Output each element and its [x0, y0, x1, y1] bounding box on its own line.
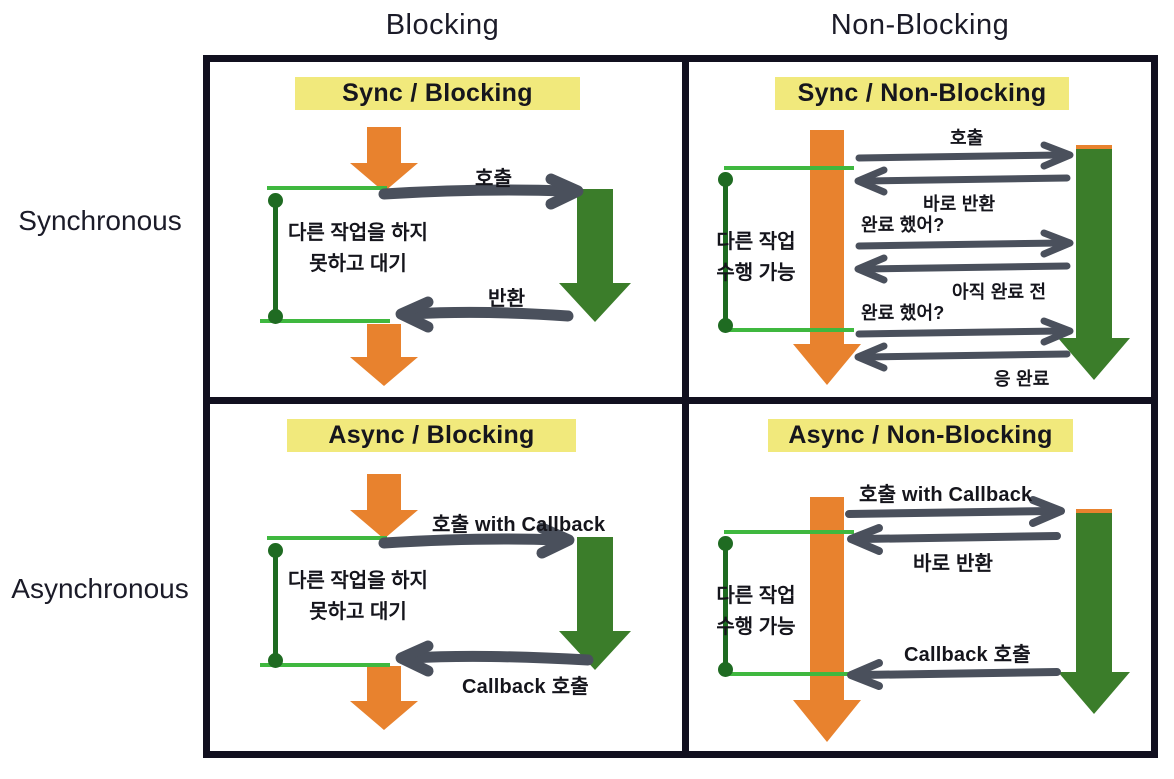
- bracket-dot-top: [718, 172, 733, 187]
- message-label-anb-1: 바로 반환: [913, 553, 994, 575]
- column-header-non-blocking: Non-Blocking: [830, 9, 1010, 41]
- message-label-snb-1: 바로 반환: [923, 194, 996, 214]
- bracket-bottom-line: [260, 663, 390, 667]
- message-label-sb-0: 호출: [475, 168, 513, 190]
- wait-note-sync-blocking: 다른 작업을 하지 못하고 대기: [288, 222, 428, 275]
- free-note-async-non-blocking: 다른 작업 수행 가능: [716, 585, 796, 638]
- free-note-sync-non-blocking: 다른 작업 수행 가능: [716, 231, 796, 284]
- caller-orange-arrow-top: [350, 127, 418, 192]
- grid-horizontal-divider: [203, 397, 1158, 404]
- bracket-dot-top: [268, 543, 283, 558]
- bracket-vertical-line: [723, 177, 728, 327]
- message-label-ab-0: 호출 with Callback: [432, 514, 606, 536]
- bracket-dot-bottom: [268, 309, 283, 324]
- message-label-anb-0: 호출 with Callback: [859, 484, 1033, 506]
- column-header-blocking: Blocking: [385, 9, 500, 41]
- caller-orange-arrow-bottom: [350, 666, 418, 730]
- caller-orange-arrow-bottom: [350, 324, 418, 386]
- bracket-bottom-line: [724, 328, 854, 332]
- bracket-dot-top: [718, 536, 733, 551]
- callee-green-bar: [1058, 145, 1130, 380]
- callee-green-arrow: [559, 189, 631, 322]
- caller-orange-bar: [793, 130, 861, 385]
- bracket-dot-bottom: [718, 318, 733, 333]
- message-label-snb-4: 완료 했어?: [861, 303, 945, 323]
- bracket-top-line: [267, 186, 387, 190]
- bracket-vertical-line: [723, 541, 728, 671]
- panel-async-non-blocking: Async / Non-Blocking 다른 작업 수행 가능 호출 with…: [689, 404, 1151, 751]
- panel-sync-blocking: Sync / Blocking 다른 작업을 하지 못하고 대기 호출 반환: [210, 62, 682, 397]
- panel-sync-non-blocking: Sync / Non-Blocking 다른 작업 수행 가능: [689, 62, 1151, 397]
- bracket-top-line: [724, 530, 854, 534]
- caller-orange-arrow-top: [350, 474, 418, 539]
- callee-green-bar: [1058, 509, 1130, 714]
- panel-title-sync-non-blocking: Sync / Non-Blocking: [775, 77, 1069, 110]
- bracket-dot-bottom: [268, 653, 283, 668]
- row-header-synchronous: Synchronous: [18, 205, 182, 236]
- bracket-dot-bottom: [718, 662, 733, 677]
- bracket-top-line: [724, 166, 854, 170]
- bracket-bottom-line: [260, 319, 390, 323]
- panel-title-sync-blocking: Sync / Blocking: [295, 77, 580, 110]
- bracket-vertical-line: [273, 547, 278, 661]
- wait-note-async-blocking: 다른 작업을 하지 못하고 대기: [288, 570, 428, 623]
- panel-async-blocking: Async / Blocking 다른 작업을 하지 못하고 대기 호출 wit…: [210, 404, 682, 751]
- bracket-dot-top: [268, 193, 283, 208]
- callee-green-arrow: [559, 537, 631, 670]
- panel-title-async-blocking: Async / Blocking: [287, 419, 576, 452]
- bracket-vertical-line: [273, 197, 278, 317]
- message-label-snb-3: 아직 완료 전: [952, 282, 1047, 302]
- message-label-sb-1: 반환: [488, 288, 526, 310]
- message-label-snb-2: 완료 했어?: [861, 215, 945, 235]
- bracket-bottom-line: [724, 672, 854, 676]
- message-label-anb-2: Callback 호출: [904, 644, 1031, 666]
- caller-orange-bar: [793, 497, 861, 742]
- row-header-asynchronous: Asynchronous: [11, 573, 189, 604]
- message-label-ab-1: Callback 호출: [462, 676, 589, 698]
- message-label-snb-5: 응 완료: [994, 369, 1050, 389]
- message-label-snb-0: 호출: [950, 128, 984, 148]
- panel-title-async-non-blocking: Async / Non-Blocking: [768, 419, 1073, 452]
- bracket-top-line: [267, 536, 387, 540]
- grid-vertical-divider: [682, 55, 689, 758]
